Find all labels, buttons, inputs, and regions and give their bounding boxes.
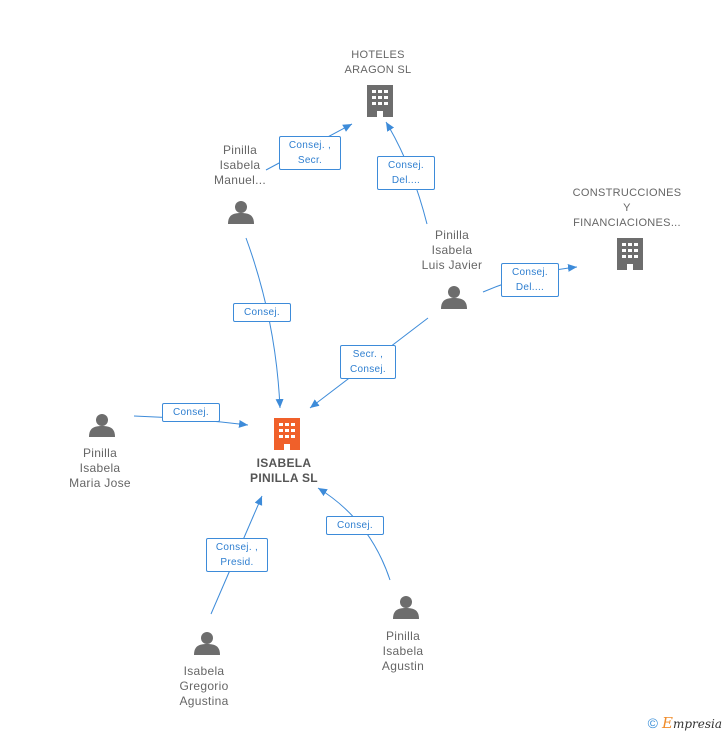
manuel-label-line-3: Manuel... — [213, 173, 267, 187]
person-luis-icon[interactable] — [441, 286, 467, 309]
edge-label-manuel-hoteles[interactable]: Consej. , Secr. — [279, 136, 341, 170]
manuel-label-line-1: Pinilla — [222, 143, 258, 157]
edge-label-line: Consej. , — [288, 140, 332, 151]
gregorio-label[interactable]: Isabela Gregorio Agustina — [154, 664, 254, 709]
hoteles-label[interactable]: HOTELES ARAGON SL — [328, 48, 428, 78]
edge-label-line: Consej. — [349, 364, 386, 375]
hoteles-label-line-2: ARAGON SL — [344, 64, 412, 76]
brand-name: Empresia — [662, 714, 722, 732]
center-label-line-1: ISABELA — [256, 456, 312, 470]
maria-label-line-3: Maria Jose — [69, 476, 131, 490]
construcciones-label-line-3: FINANCIACIONES... — [573, 217, 681, 229]
agustin-label-line-2: Isabela — [382, 644, 424, 658]
person-gregorio-icon[interactable] — [194, 632, 220, 655]
luis-label-line-2: Isabela — [431, 243, 473, 257]
edge-label-line: Consej. — [387, 160, 424, 171]
edge-label-line: Consej. , — [215, 542, 259, 553]
center-company-label[interactable]: ISABELA PINILLA SL — [228, 456, 340, 486]
edge-manuel-center — [245, 237, 284, 409]
manuel-label[interactable]: Pinilla Isabela Manuel... — [190, 143, 290, 188]
maria-label-line-1: Pinilla — [82, 446, 118, 460]
edge-label-gregorio-center[interactable]: Consej. , Presid. — [206, 538, 268, 572]
edge-label-line: Secr. , — [352, 349, 384, 360]
edge-label-line: Consej. — [243, 307, 280, 318]
person-manuel-icon[interactable] — [228, 201, 254, 224]
maria-label-line-2: Isabela — [79, 461, 121, 475]
empresia-logo: © Empresia — [648, 714, 722, 732]
luis-label-line-3: Luis Javier — [421, 258, 483, 272]
edge-label-maria-center[interactable]: Consej. — [162, 403, 220, 422]
manuel-label-line-2: Isabela — [219, 158, 261, 172]
brand-rest: mpresia — [672, 717, 722, 731]
agustin-label[interactable]: Pinilla Isabela Agustin — [353, 629, 453, 674]
center-company-building-icon[interactable] — [274, 418, 300, 450]
gregorio-label-line-2: Gregorio — [179, 679, 229, 693]
edge-label-agustin-center[interactable]: Consej. — [326, 516, 384, 535]
construcciones-building-icon[interactable] — [617, 238, 643, 270]
edge-label-luis-center[interactable]: Secr. , Consej. — [340, 345, 396, 379]
person-maria-icon[interactable] — [89, 414, 115, 437]
hoteles-label-line-1: HOTELES — [351, 49, 405, 61]
edge-label-line: Consej. — [172, 407, 209, 418]
edge-label-line: Del.... — [515, 282, 545, 293]
construcciones-label[interactable]: CONSTRUCCIONES Y FINANCIACIONES... — [566, 186, 688, 231]
gregorio-label-line-1: Isabela — [183, 664, 225, 678]
person-agustin-icon[interactable] — [393, 596, 419, 619]
luis-label[interactable]: Pinilla Isabela Luis Javier — [402, 228, 502, 273]
copyright-symbol: © — [647, 715, 658, 731]
agustin-label-line-1: Pinilla — [385, 629, 421, 643]
hoteles-building-icon[interactable] — [367, 85, 393, 117]
edge-label-line: Consej. — [336, 520, 373, 531]
edge-label-line: Presid. — [220, 557, 254, 568]
agustin-label-line-3: Agustin — [381, 659, 425, 673]
brand-initial: E — [661, 714, 673, 732]
edge-label-line: Secr. — [297, 155, 323, 166]
edge-label-luis-hoteles[interactable]: Consej. Del.... — [377, 156, 435, 190]
edge-label-line: Del.... — [391, 175, 421, 186]
edge-label-manuel-center[interactable]: Consej. — [233, 303, 291, 322]
construcciones-label-line-2: Y — [623, 202, 631, 214]
edge-label-line: Consej. — [511, 267, 548, 278]
center-label-line-2: PINILLA SL — [250, 471, 318, 485]
luis-label-line-1: Pinilla — [434, 228, 470, 242]
maria-label[interactable]: Pinilla Isabela Maria Jose — [50, 446, 150, 491]
gregorio-label-line-3: Agustina — [179, 694, 229, 708]
edge-label-luis-construcciones[interactable]: Consej. Del.... — [501, 263, 559, 297]
construcciones-label-line-1: CONSTRUCCIONES — [572, 187, 682, 199]
